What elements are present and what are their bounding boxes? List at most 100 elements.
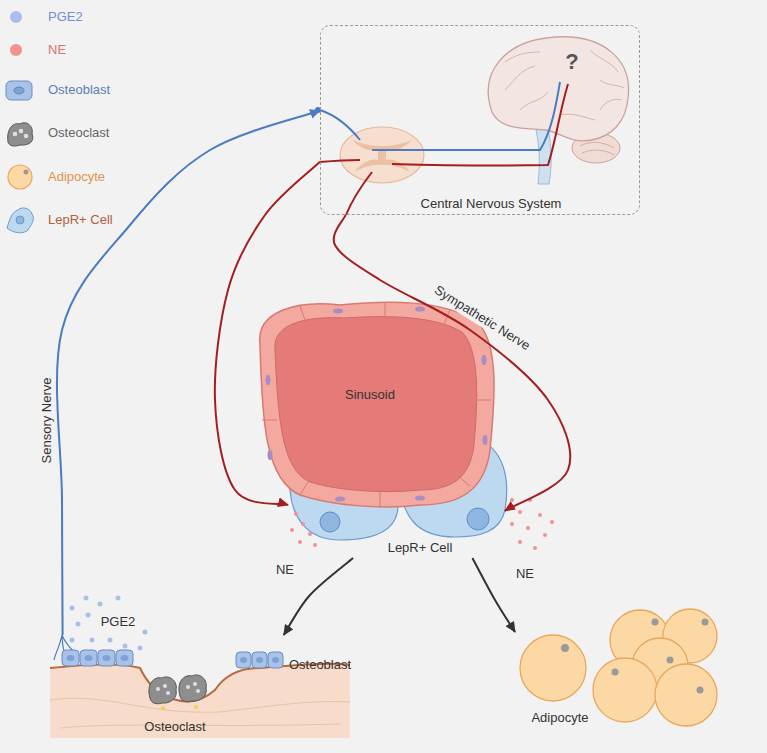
adipocyte-cells [655, 664, 717, 726]
brain-illustration [505, 50, 624, 120]
ne-dots [518, 510, 522, 514]
cns-nerve-paths [372, 82, 560, 150]
pge2-dots [86, 613, 91, 618]
legend-row: Osteoclast [0, 124, 200, 142]
adipocyte-nuclei [697, 687, 704, 694]
legend-icons [24, 170, 29, 175]
ne-dots [533, 546, 537, 550]
lepr-nuclei [320, 512, 340, 532]
legend-icons [24, 134, 29, 139]
signal-label: NE [276, 563, 294, 578]
osteoblast-nuclei [240, 657, 247, 663]
sensory-nerve [57, 111, 320, 636]
adipocyte-nuclei [652, 619, 659, 626]
osteoblast-cells [98, 650, 115, 666]
adipocyte-cells [520, 635, 586, 701]
ne-dots [543, 533, 547, 537]
osteoclast-cells [163, 684, 167, 688]
ne-dots [538, 513, 542, 517]
legend-row: Adipocyte [0, 168, 200, 186]
pge2-dots [70, 638, 75, 643]
legend-swatch [10, 11, 22, 23]
legend-text: PGE2 [48, 8, 83, 26]
cell-label: Osteoclast [144, 720, 205, 735]
legend-row: NE [0, 41, 200, 59]
legend-icons [6, 81, 33, 233]
osteoclast-cells [196, 689, 200, 693]
sympathetic-nerve [334, 215, 571, 511]
cns-nerve-paths [320, 160, 360, 162]
legend-icons [13, 132, 18, 137]
lepr-cell: LepR+ Cell [288, 440, 505, 558]
brain-illustration [488, 37, 628, 184]
osteoclast-cells [193, 682, 197, 686]
osteoblast-nuclei [67, 655, 280, 663]
pge2-dots [138, 646, 143, 651]
sinusoid-vessel [268, 450, 273, 460]
pge2-dots [143, 630, 148, 635]
adipocyte-cells [520, 609, 717, 726]
legend-text: NE [48, 41, 66, 59]
legend-icons [7, 208, 33, 233]
signal-label: PGE2 [101, 615, 136, 630]
osteoblast-cells [252, 652, 267, 668]
bone-surface: OsteoblastOsteoclast [55, 635, 360, 740]
ne-dots [301, 522, 305, 526]
adipocyte-nuclei [667, 657, 674, 664]
adipocyte-nuclei [561, 619, 709, 694]
osteoclast-cells [149, 675, 206, 710]
brain-illustration [536, 128, 551, 184]
osteoblast-nuclei [67, 655, 75, 661]
osteoblast-cells [236, 652, 251, 668]
pge2-dots [90, 638, 95, 643]
osteoblast-nuclei [272, 657, 279, 663]
pge2-dots [70, 596, 148, 651]
legend-icons [16, 216, 24, 224]
ne-dots [294, 512, 298, 516]
adipocyte-nuclei [561, 644, 569, 652]
osteoblast-cells [62, 650, 283, 668]
sinusoid-vessel [260, 302, 494, 508]
cns-region: Central Nervous System [320, 25, 640, 215]
adipocyte-cells [593, 658, 657, 722]
legend-icons [19, 129, 24, 134]
ne-dots [313, 543, 317, 547]
spinal-cord [352, 140, 412, 172]
ne-dots [290, 528, 294, 532]
signal-label: NE [516, 567, 534, 582]
osteoclast-cells [166, 691, 170, 695]
osteoclast-cells [186, 685, 190, 689]
sinusoid-vessel [333, 309, 343, 314]
spinal-cord [340, 127, 424, 183]
vessel-label: Sinusoid [345, 388, 395, 403]
cell-label: Osteoblast [289, 658, 351, 673]
sympathetic-nerve [215, 162, 320, 505]
sinusoid-vessel [415, 496, 425, 501]
ne-dots [518, 540, 522, 544]
sinusoid-vessel [275, 317, 477, 492]
sinusoid-vessel [483, 435, 488, 445]
pge2-dots [98, 602, 103, 607]
brain-illustration [580, 142, 614, 155]
legend-text: LepR+ Cell [48, 211, 113, 229]
sinusoid-vessel [262, 302, 491, 508]
adipocyte-group: Adipocyte [515, 605, 725, 740]
osteoclast-cells [156, 687, 160, 691]
edge-label: Sympathetic Nerve [430, 281, 534, 354]
legend-text: Osteoblast [48, 81, 110, 99]
ne-dots [308, 532, 312, 536]
sinusoid-vessel [266, 375, 271, 385]
legend-swatch [10, 44, 22, 56]
lepr-nuclei [320, 508, 489, 532]
cns-nerve-paths [315, 82, 568, 215]
osteoblast-cells [268, 652, 283, 668]
ne-dots [510, 498, 514, 502]
legend-icons [8, 123, 33, 146]
osteoblast-nuclei [121, 655, 129, 661]
osteoblast-nuclei [256, 657, 263, 663]
pge2-dots [76, 622, 81, 627]
cns-nerve-paths [392, 84, 568, 165]
